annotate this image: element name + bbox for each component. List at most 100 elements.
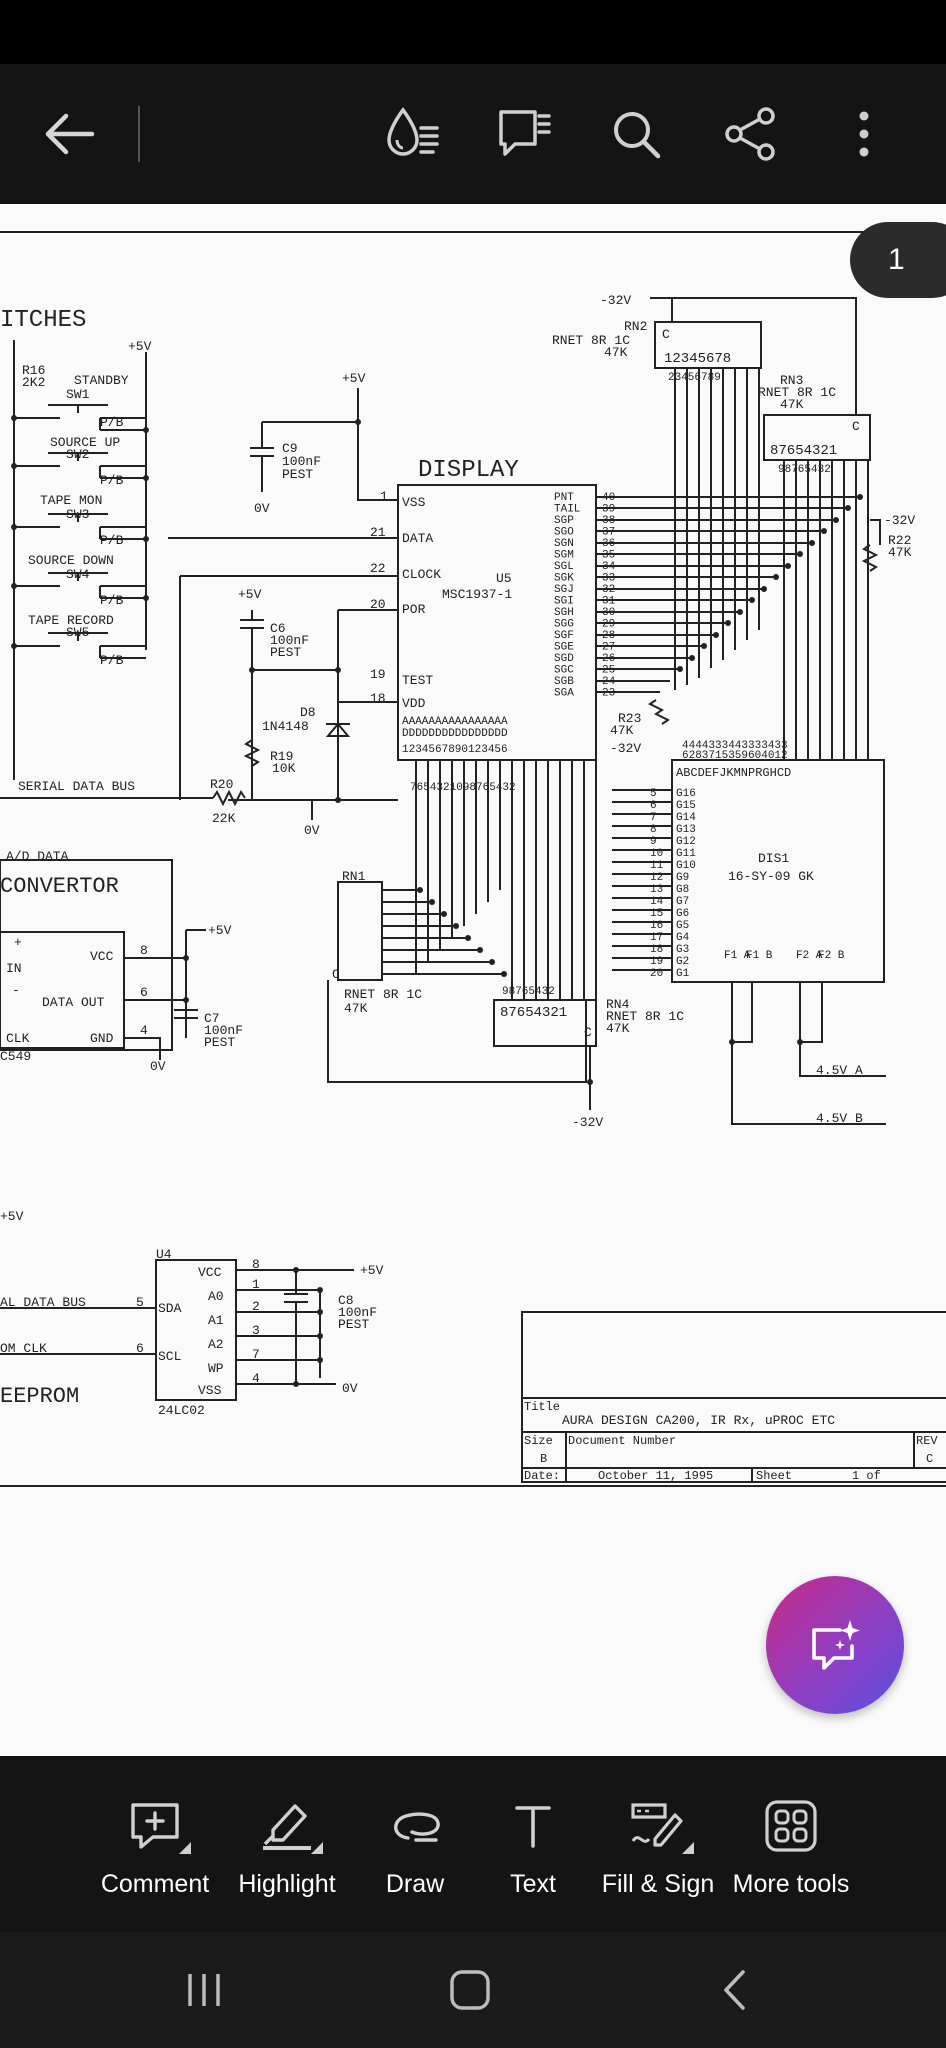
rn2-c: C <box>662 327 670 342</box>
dis1-grid-label: G4 <box>676 932 690 944</box>
tb-date-label: Date: <box>524 1469 560 1483</box>
fill-sign-icon <box>628 1796 694 1856</box>
tool-comment[interactable]: Comment <box>96 1756 214 1932</box>
u5-pin-right: SGJ <box>554 584 574 596</box>
u4-pin-vcc: VCC <box>198 1265 222 1280</box>
rn1-c: C <box>332 967 340 982</box>
rn2-nums: 12345678 <box>664 351 731 367</box>
dis1-grid-label: G2 <box>676 956 689 968</box>
dis1-grid-num: 11 <box>650 860 664 872</box>
schematic-drawing: ITCHES R16 2K2 +5V STANDBY SW1 SOURCE UP… <box>0 231 946 1487</box>
page-number-badge[interactable]: 1 <box>850 222 946 298</box>
u5-num-right: 28 <box>602 630 615 642</box>
r22-value: 47K <box>888 545 912 560</box>
rn1-value: 47K <box>344 1001 368 1016</box>
conv-gnd: 0V <box>150 1059 166 1074</box>
u5-gnd: 0V <box>304 823 320 838</box>
tool-draw[interactable]: Draw <box>370 1756 460 1932</box>
u5-num-1: 1 <box>380 489 388 504</box>
tool-fill-sign[interactable]: Fill & Sign <box>598 1756 718 1932</box>
conv-left-in: IN <box>6 961 22 976</box>
ai-assistant-button[interactable] <box>766 1576 904 1714</box>
dis1-grid-label: G9 <box>676 872 689 884</box>
dis1-grid-label: G10 <box>676 860 696 872</box>
conv-num-6: 6 <box>140 985 148 1000</box>
home-icon[interactable] <box>430 1960 510 2020</box>
tool-highlight[interactable]: Highlight <box>232 1756 342 1932</box>
display-title: DISPLAY <box>418 457 519 484</box>
dis1-grid-num: 7 <box>650 812 657 824</box>
dis1-grid-label: G6 <box>676 908 689 920</box>
conv-vcc: +5V <box>208 923 232 938</box>
u4-num-1: 1 <box>252 1277 260 1292</box>
u4-pin-a0: A0 <box>208 1289 224 1304</box>
c6-label: C6 <box>270 621 286 636</box>
share-icon[interactable] <box>712 96 788 172</box>
sw-label-4: TAPE RECORD <box>28 613 114 628</box>
rn3-nums: 87654321 <box>770 443 837 459</box>
tb-title: AURA DESIGN CA200, IR Rx, uPROC ETC <box>562 1413 835 1428</box>
u5-num-18: 18 <box>370 691 386 706</box>
dis1-grid-label: G14 <box>676 812 696 824</box>
r22-label: R22 <box>888 533 911 548</box>
u5-pin-right: SGE <box>554 642 574 654</box>
tool-more[interactable]: More tools <box>730 1756 852 1932</box>
r23-label: R23 <box>618 711 641 726</box>
recent-apps-icon[interactable] <box>164 1960 244 2020</box>
comments-list-icon[interactable] <box>486 96 562 172</box>
u5-num-19: 19 <box>370 667 386 682</box>
ai-sparkle-chat-icon <box>812 1620 860 1670</box>
rn2-pins: 23456789 <box>668 372 721 384</box>
u5-bottom-c: 1234567890123456 <box>402 744 508 756</box>
tb-sheet: 1 of <box>852 1469 881 1483</box>
u5-bottom-pins: 7654321098765432 <box>410 782 516 794</box>
rn2-ref: RN2 <box>624 319 647 334</box>
back-icon[interactable] <box>694 1960 774 2020</box>
pb-label-3: P/B <box>100 593 124 608</box>
liquid-mode-icon[interactable] <box>374 96 450 172</box>
dis1-top-pins: 4444333443333433 <box>682 740 788 752</box>
om-clk-label: OM CLK <box>0 1341 47 1356</box>
sw-ref-1: SW2 <box>66 447 89 462</box>
pdf-page[interactable]: ITCHES R16 2K2 +5V STANDBY SW1 SOURCE UP… <box>0 204 946 1554</box>
sw-ref-4: SW5 <box>66 625 89 640</box>
tool-text[interactable]: Text <box>488 1756 578 1932</box>
rn3-pins: 98765432 <box>778 464 831 476</box>
draw-icon <box>385 1796 445 1856</box>
c9-type: PEST <box>282 467 313 482</box>
conv-num-8: 8 <box>140 943 148 958</box>
d8-value: 1N4148 <box>262 719 309 734</box>
u5-num-right: 37 <box>602 527 615 539</box>
c6-type: PEST <box>270 645 301 660</box>
u5-pin-right: SGB <box>554 676 574 688</box>
u5-bottom-b: DDDDDDDDDDDDDDDD <box>402 728 508 740</box>
dis1-grid-num: 13 <box>650 884 663 896</box>
rn4-c: C <box>584 1025 592 1040</box>
tb-docnum-label: Document Number <box>568 1434 676 1448</box>
dis1-grid-label: G11 <box>676 848 696 860</box>
rn3-c: C <box>852 419 860 434</box>
c7-label: C7 <box>204 1011 220 1026</box>
v45b-label: 4.5V B <box>816 1111 863 1126</box>
u5-num-22: 22 <box>370 561 386 576</box>
u4-vcc: +5V <box>360 1263 384 1278</box>
back-arrow-icon[interactable] <box>32 96 108 172</box>
more-vert-icon[interactable] <box>826 96 902 172</box>
tb-sheet-label: Sheet <box>756 1469 792 1483</box>
dis1-top-pins2: 6283715359604012 <box>682 750 788 762</box>
toolbar-divider <box>138 106 140 162</box>
u4-num-4: 4 <box>252 1371 260 1386</box>
dis1-grid-label: G7 <box>676 896 689 908</box>
bottom-toolbar: Comment Highlight Draw Text Fill & Sign … <box>0 1756 946 1932</box>
top-app-bar <box>0 64 946 204</box>
u5-pin-right: SGA <box>554 688 574 700</box>
u5-num-right: 23 <box>602 688 615 700</box>
tool-label-comment: Comment <box>100 1870 210 1898</box>
pb-label-0: P/B <box>100 415 124 430</box>
c8-type: PEST <box>338 1317 369 1332</box>
u5-vcc-label: +5V <box>342 371 366 386</box>
u4-gnd: 0V <box>342 1381 358 1396</box>
search-icon[interactable] <box>598 96 674 172</box>
u5-num-right: 35 <box>602 550 615 562</box>
eeprom-vcc: +5V <box>0 1209 24 1224</box>
